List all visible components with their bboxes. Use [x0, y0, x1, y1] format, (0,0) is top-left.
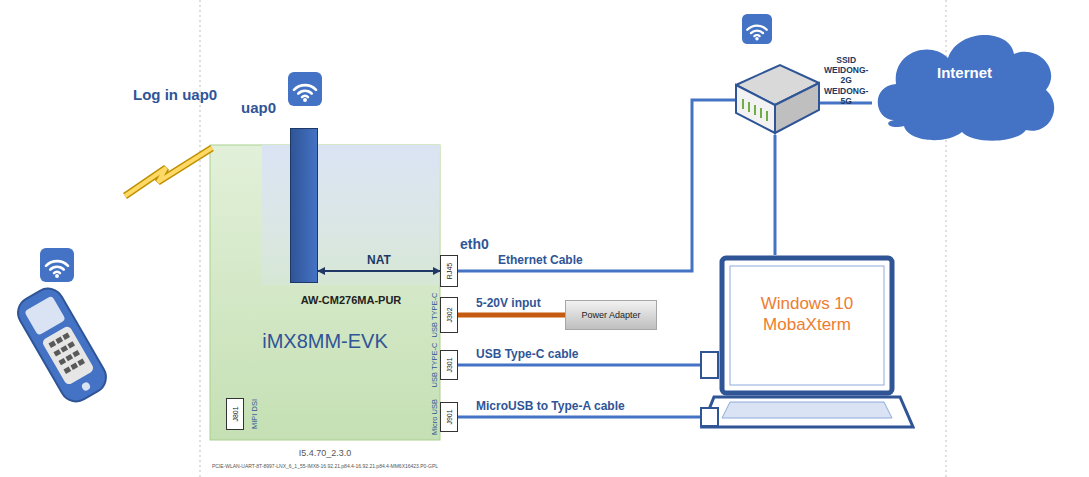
wireless-bolt — [125, 148, 212, 196]
cable-line — [318, 270, 440, 272]
device-name: Power Adapter — [581, 310, 640, 320]
laptop-shape — [700, 255, 915, 430]
ssid-text: SSID WEIDONG-2G WEIDONG-5G — [824, 55, 868, 106]
connector-type: USB TYPE-C — [430, 293, 439, 338]
power-cable — [458, 313, 565, 318]
phone-icon — [12, 283, 112, 407]
cloud-shape — [872, 20, 1057, 145]
connector-type: MIPI DSI — [250, 399, 259, 429]
module-name: AW-CM276MA-PUR — [262, 294, 440, 306]
cable-line — [458, 100, 735, 271]
cable-line — [458, 364, 700, 367]
power-adapter-box: Power Adapter — [565, 300, 657, 330]
connector-type: Micro USB — [430, 399, 439, 435]
connector-id: RJ45 — [446, 263, 453, 279]
wifi-icon — [40, 248, 74, 282]
module-region: AW-CM276MA-PURuap0 — [262, 145, 440, 310]
interface-bar: uap0 — [290, 128, 318, 283]
version-label: I5.4.70_2.3.0 — [125, 448, 525, 458]
interface-label: eth0 — [460, 236, 489, 252]
cable-label: NAT — [367, 253, 391, 267]
connector-box: J301USB TYPE-C — [440, 350, 458, 380]
firmware-label: PCIE-WLAN-UART-8T-8997-LNX_6_1_55-IMX8-1… — [75, 463, 575, 469]
board-box: iMX8MM-EVKAW-CM276MA-PURuap0RJ45J302USB … — [210, 145, 440, 440]
connector-id: J801 — [232, 406, 239, 421]
wireless-bolt — [125, 148, 212, 196]
board-outline — [210, 145, 440, 440]
router-node: SSID WEIDONG-2G WEIDONG-5G — [735, 55, 820, 135]
connector-box: J901Micro USB — [440, 402, 458, 432]
interface-name: uap0 — [241, 99, 276, 116]
connector-id: J901 — [446, 409, 453, 424]
connector-box: RJ45 — [440, 255, 458, 287]
module-region — [262, 145, 440, 285]
connector-id: J301 — [446, 357, 453, 372]
wifi-icon — [742, 14, 772, 44]
cable-label: MicroUSB to Type-A cable — [476, 399, 625, 413]
router-shape — [735, 55, 820, 135]
cable-label: 5-20V input — [476, 296, 541, 310]
divider-line — [200, 0, 201, 477]
connector-box: J801MIPI DSI — [226, 398, 244, 430]
cable-label: Ethernet Cable — [498, 253, 583, 267]
connector-box: J302USB TYPE-C — [440, 297, 458, 333]
cable-line — [458, 416, 700, 419]
board-name: iMX8MM-EVK — [210, 330, 440, 353]
action-label: Log in uap0 — [133, 86, 217, 103]
screen-text: Windows 10 MobaXterm — [732, 293, 882, 336]
internet-cloud: Internet — [872, 20, 1057, 145]
laptop-node: Windows 10 MobaXterm — [700, 255, 915, 430]
cloud-name: Internet — [872, 64, 1057, 81]
wifi-icon — [288, 72, 322, 106]
cable-line — [774, 135, 777, 255]
connector-id: J302 — [446, 307, 453, 322]
cable-label: USB Type-C cable — [476, 347, 578, 361]
connector-type: USB TYPE-C — [430, 343, 439, 388]
